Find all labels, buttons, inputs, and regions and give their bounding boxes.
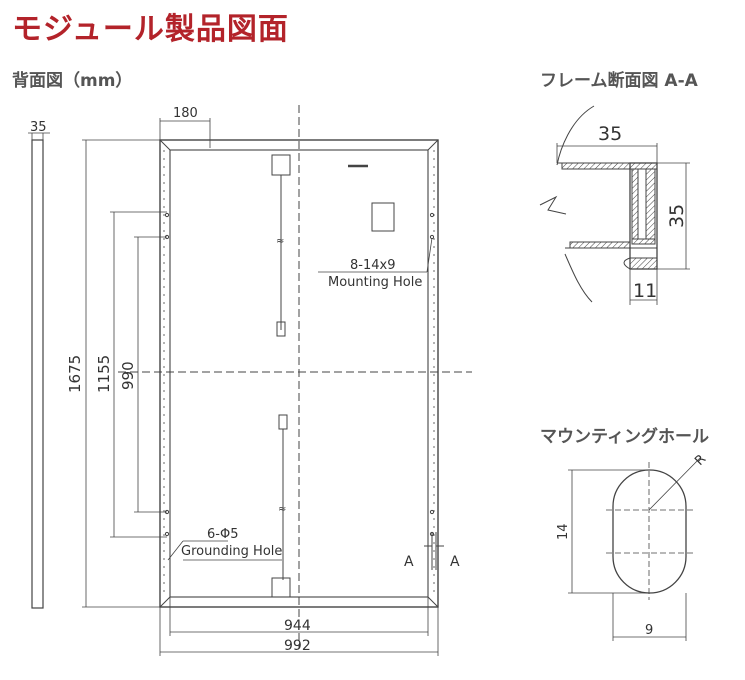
back-view-heading: 背面図（mm）: [12, 71, 133, 91]
page-title: モジュール製品図面: [12, 12, 289, 47]
back-view-labels: 35 180 1675 1155 990 944 992 8-14x9 Moun…: [30, 106, 460, 654]
mounting-hole-drawing: [568, 457, 701, 641]
frame-section-heading: フレーム断面図 A-A: [540, 71, 698, 91]
hole-radius-label: R: [692, 452, 709, 469]
dim-outer-width: 992: [284, 638, 311, 654]
dim-hole-offset: 180: [173, 106, 198, 121]
dim-hole-span-inner: 990: [119, 361, 137, 390]
frame-dim-height: 35: [666, 204, 688, 228]
slotted-hole: [612, 469, 687, 594]
mounting-hole-label: Mounting Hole: [328, 275, 422, 290]
side-profile: [31, 139, 44, 609]
junction-box-bottom: [271, 577, 291, 598]
label-sticker: [371, 202, 395, 232]
section-mark-left: A: [404, 554, 414, 570]
dim-inner-width: 944: [284, 618, 311, 634]
dim-side-width: 35: [30, 120, 47, 135]
back-view-drawing: ≈ ≈: [28, 105, 472, 656]
connector-top: [276, 321, 286, 337]
connector-bottom: [278, 414, 288, 430]
grounding-hole-spec: 6-Φ5: [207, 527, 238, 542]
frame-section-labels: 35 35 11: [598, 123, 688, 302]
module-outer-frame: [159, 139, 439, 608]
frame-dim-width: 35: [598, 123, 622, 145]
mounting-hole-spec: 8-14x9: [350, 258, 395, 273]
svg-text:≈: ≈: [276, 236, 284, 247]
dim-hole-span-outer: 1155: [95, 355, 113, 393]
grounding-hole-label: Grounding Hole: [181, 544, 282, 559]
section-mark-right: A: [450, 554, 460, 570]
junction-box: [271, 154, 291, 176]
frame-dim-flange: 11: [633, 280, 657, 302]
mounting-hole-heading: マウンティングホール: [540, 427, 709, 447]
svg-text:≈: ≈: [278, 504, 286, 515]
hole-dim-width: 9: [645, 623, 653, 638]
frame-section-drawing: [539, 105, 690, 305]
dim-height: 1675: [66, 355, 84, 393]
hole-dim-height: 14: [556, 523, 571, 540]
